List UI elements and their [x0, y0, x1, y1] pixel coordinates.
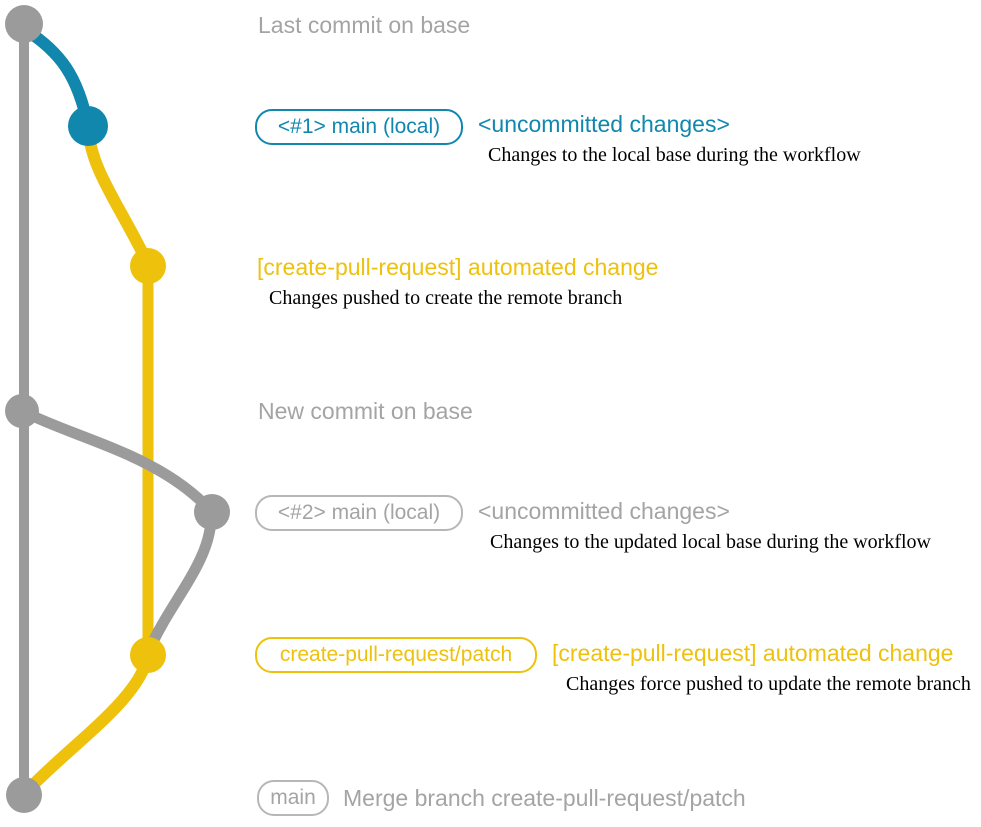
commit-message-automated-2: [create-pull-request] automated change — [552, 640, 954, 666]
edge-merge-to-base — [18, 649, 154, 800]
edge-force-push — [142, 505, 217, 659]
edge-patch-branch-create — [82, 120, 154, 270]
commit-node-merge — [6, 777, 42, 813]
commit-node-automated-change-1 — [130, 248, 166, 284]
branch-badge-main-local-1: <#1> main (local) — [255, 109, 463, 145]
commit-message-uncommitted-1: <uncommitted changes> — [478, 111, 730, 137]
commit-description-uncommitted-1: Changes to the local base during the wor… — [488, 144, 861, 166]
commit-description-uncommitted-2: Changes to the updated local base during… — [490, 531, 931, 553]
branch-badge-create-pull-request-patch: create-pull-request/patch — [255, 637, 537, 673]
commit-message-automated-1: [create-pull-request] automated change — [257, 254, 659, 280]
branch-badge-main-local-2: <#2> main (local) — [255, 495, 463, 531]
commit-node-last-base — [5, 5, 43, 43]
commit-node-automated-change-2 — [130, 637, 166, 673]
commit-message-merge: Merge branch create-pull-request/patch — [343, 785, 746, 811]
edge-local-main-2 — [16, 405, 217, 517]
branch-badge-main: main — [257, 780, 329, 816]
annotation-last-commit-on-base: Last commit on base — [258, 12, 471, 38]
commit-node-local-main-2 — [194, 494, 230, 530]
commit-description-automated-2: Changes force pushed to update the remot… — [566, 673, 971, 695]
commit-node-local-main-1 — [68, 106, 108, 146]
annotation-new-commit-on-base: New commit on base — [258, 398, 473, 424]
commit-description-automated-1: Changes pushed to create the remote bran… — [269, 287, 623, 309]
commit-message-uncommitted-2: <uncommitted changes> — [478, 498, 730, 524]
commit-node-new-base — [5, 394, 39, 428]
